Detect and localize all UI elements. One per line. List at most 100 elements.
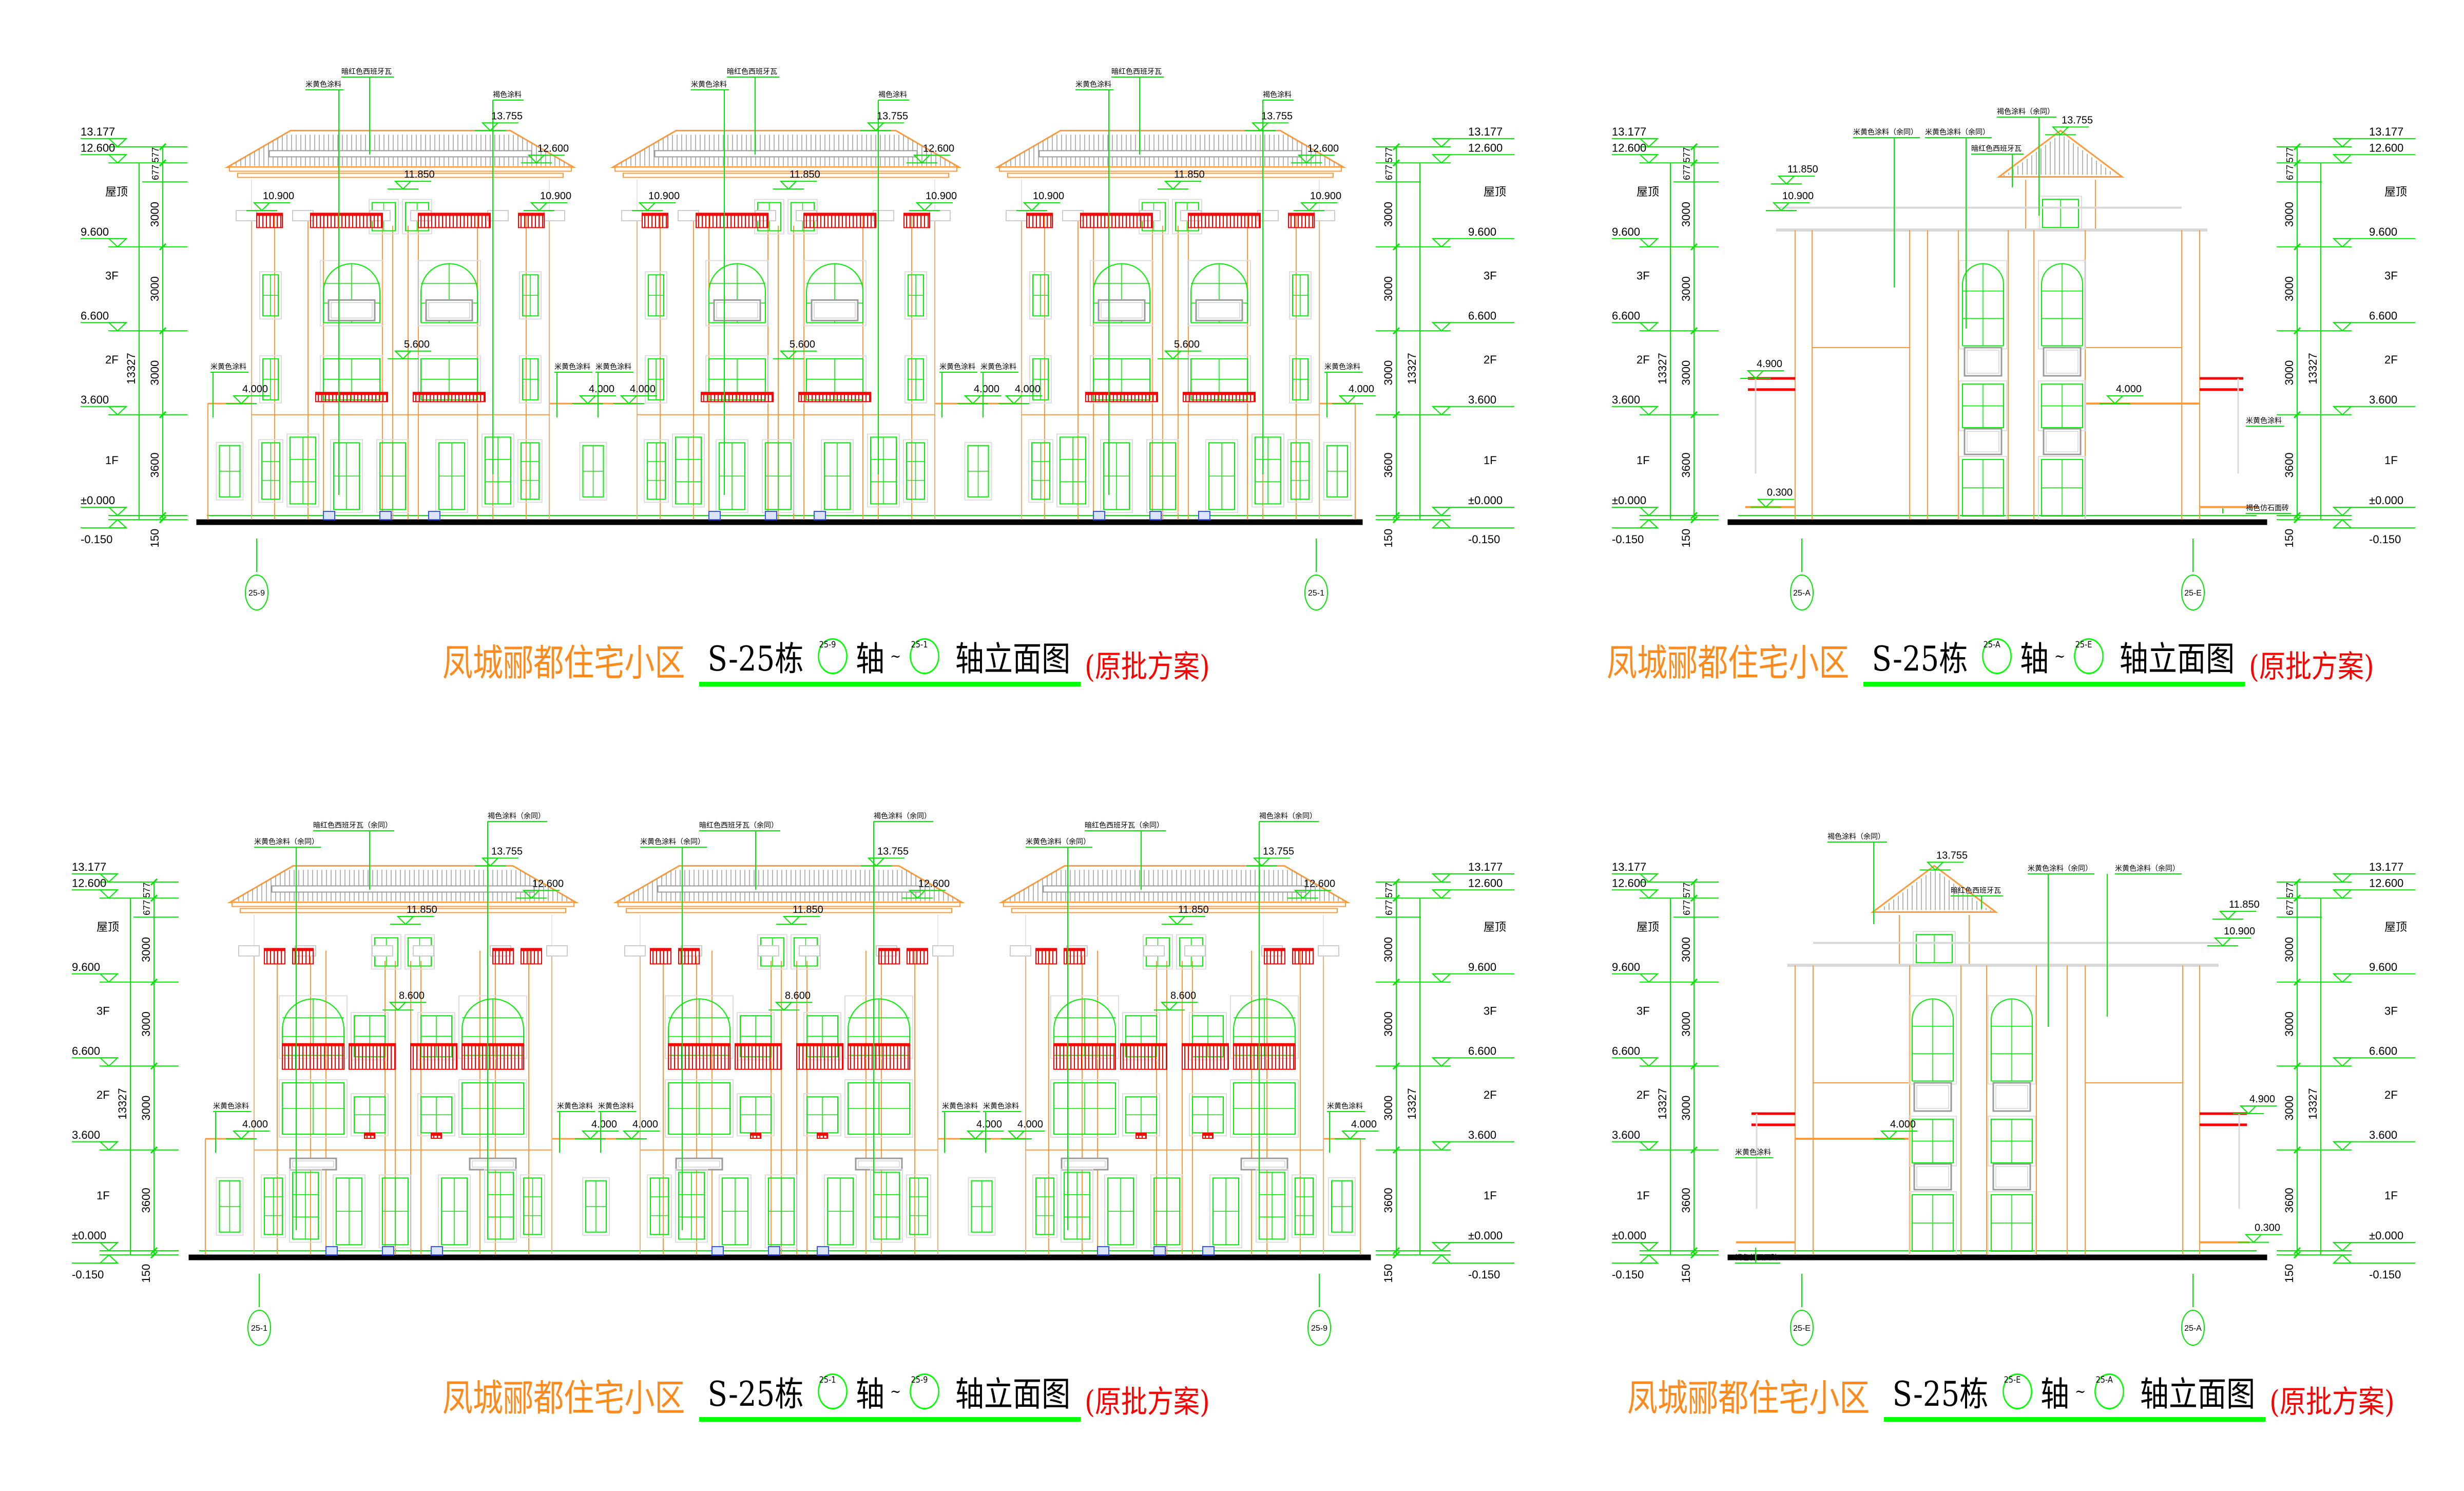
level-triangle-icon [1639, 406, 1659, 416]
planter-pot [428, 511, 440, 520]
railing-frame [518, 213, 545, 228]
railing-frame [310, 213, 383, 228]
planter-pot [382, 1246, 394, 1255]
balcony-railing [431, 1133, 441, 1139]
elevation-value: 5.600 [790, 339, 815, 350]
window-surround [1032, 1174, 1057, 1238]
window-surround [665, 1079, 734, 1138]
floor-label: 3F [1484, 1004, 1497, 1017]
title-building: S-25栋 [707, 639, 804, 679]
title-suffix: 轴立面图 [2119, 639, 2235, 679]
title-main: S-25栋 25-E 轴 ~ 25-A 轴立面图 [1884, 1367, 2266, 1422]
level-value: ±0.000 [81, 494, 115, 507]
level-value: 12.600 [72, 876, 106, 889]
elevation-triangle-icon [253, 202, 271, 212]
level-value: 3.600 [1612, 393, 1640, 406]
level-triangle-icon [1639, 1254, 1659, 1264]
elevation-value: 0.300 [2255, 1222, 2280, 1234]
railing-top [1121, 1043, 1167, 1046]
elevation-value: 12.600 [923, 143, 954, 154]
dimension-value: 577 [1384, 147, 1394, 163]
material-callout: 米黄色涂料 [210, 362, 246, 371]
dimension-value: 677 [1384, 900, 1394, 915]
dimension-value: 3600 [148, 452, 161, 477]
title-axis-word: 轴 [855, 639, 884, 679]
dimension-value: 577 [142, 883, 152, 898]
grey-panel [1992, 1163, 2031, 1191]
dimension-value: 3000 [148, 360, 161, 386]
material-callout: 米黄色涂料 [595, 362, 631, 371]
roof-tiles [617, 135, 955, 166]
axis-bubble [2181, 1310, 2205, 1346]
floor-label: 2F [1484, 353, 1497, 366]
ground-line [188, 1254, 1371, 1260]
elevation-triangle-icon [1007, 1131, 1026, 1140]
balcony-railing [642, 213, 668, 228]
window-surround [1959, 456, 2007, 520]
balcony-railing [679, 948, 699, 964]
title-tilde: ~ [2054, 647, 2066, 665]
window-surround [1050, 1079, 1119, 1138]
elevation-triangle-icon [1338, 395, 1357, 405]
axis-bubble [1304, 575, 1328, 610]
balcony-railing [521, 948, 542, 964]
elevation-value: 8.600 [785, 990, 811, 1001]
dimension-value: 3600 [1680, 452, 1692, 477]
railing-top [1203, 1133, 1213, 1136]
material-callout: 褐色涂料（余同） [488, 812, 545, 820]
cornice-cap [236, 209, 257, 221]
level-triangle-icon [1431, 406, 1452, 416]
window-surround [1187, 355, 1251, 404]
elevation-triangle-icon [779, 181, 798, 190]
grey-panel [1992, 1082, 2031, 1112]
dimension-value: 3600 [2283, 1188, 2296, 1213]
eave-band [999, 166, 1342, 172]
axis-bubble: 25-A [2094, 1373, 2124, 1409]
title-project: 凤城郦都住宅小区 [1607, 641, 1850, 684]
level-triangle-icon [1431, 873, 1452, 883]
window-surround [906, 1174, 931, 1238]
material-callout: 暗红色西班牙瓦（余同） [699, 821, 778, 829]
grey-panel-inner [1916, 1166, 1949, 1188]
level-triangle-icon [2332, 1141, 2353, 1151]
elevation-triangle-icon [1777, 176, 1796, 185]
window-surround [1209, 1174, 1242, 1249]
elevation-value: 8.600 [399, 990, 425, 1001]
grey-panel-inner [814, 302, 856, 318]
grey-panel [811, 299, 859, 321]
grey-panel [328, 299, 376, 321]
level-value: 9.600 [1612, 961, 1640, 973]
elevation-triangle-icon [396, 916, 415, 925]
level-value: -0.150 [1468, 533, 1500, 546]
eave-band [232, 902, 574, 907]
cornice-cap [238, 945, 260, 957]
dimension-value: 3000 [2283, 202, 2296, 227]
window-surround [1287, 439, 1313, 503]
window-surround [517, 439, 543, 503]
cornice-cap [1318, 945, 1339, 957]
cornice-cap [758, 945, 779, 957]
level-triangle-icon [1431, 1242, 1452, 1252]
level-triangle-icon [2332, 873, 2353, 883]
axis-label: 25-1 [1308, 589, 1324, 598]
dimension-value: 3000 [140, 1096, 152, 1121]
elevation-triangle-icon [481, 122, 499, 131]
railing-top [1086, 392, 1158, 395]
frieze-band [1007, 173, 1334, 178]
dimension-value: 3000 [2283, 937, 2296, 962]
window-surround [1292, 1174, 1317, 1238]
elevation-value: 10.900 [2224, 926, 2255, 937]
elevation-triangle-icon [1160, 1002, 1179, 1011]
railing-frame [1120, 1043, 1167, 1070]
dimension-value: 3000 [1680, 202, 1692, 227]
railing-top [1136, 1133, 1146, 1136]
elevation-value: 4.000 [1015, 384, 1041, 395]
material-callout: 米黄色涂料 [980, 362, 1016, 371]
dimension-value: 3600 [140, 1188, 152, 1213]
window-surround [330, 439, 363, 513]
roof-outline [610, 129, 962, 168]
elevation-triangle-icon [1300, 202, 1318, 212]
elevation-triangle-icon [530, 202, 548, 212]
railing-top [431, 1133, 441, 1136]
axis-bubble: 25-E [2003, 1373, 2032, 1409]
